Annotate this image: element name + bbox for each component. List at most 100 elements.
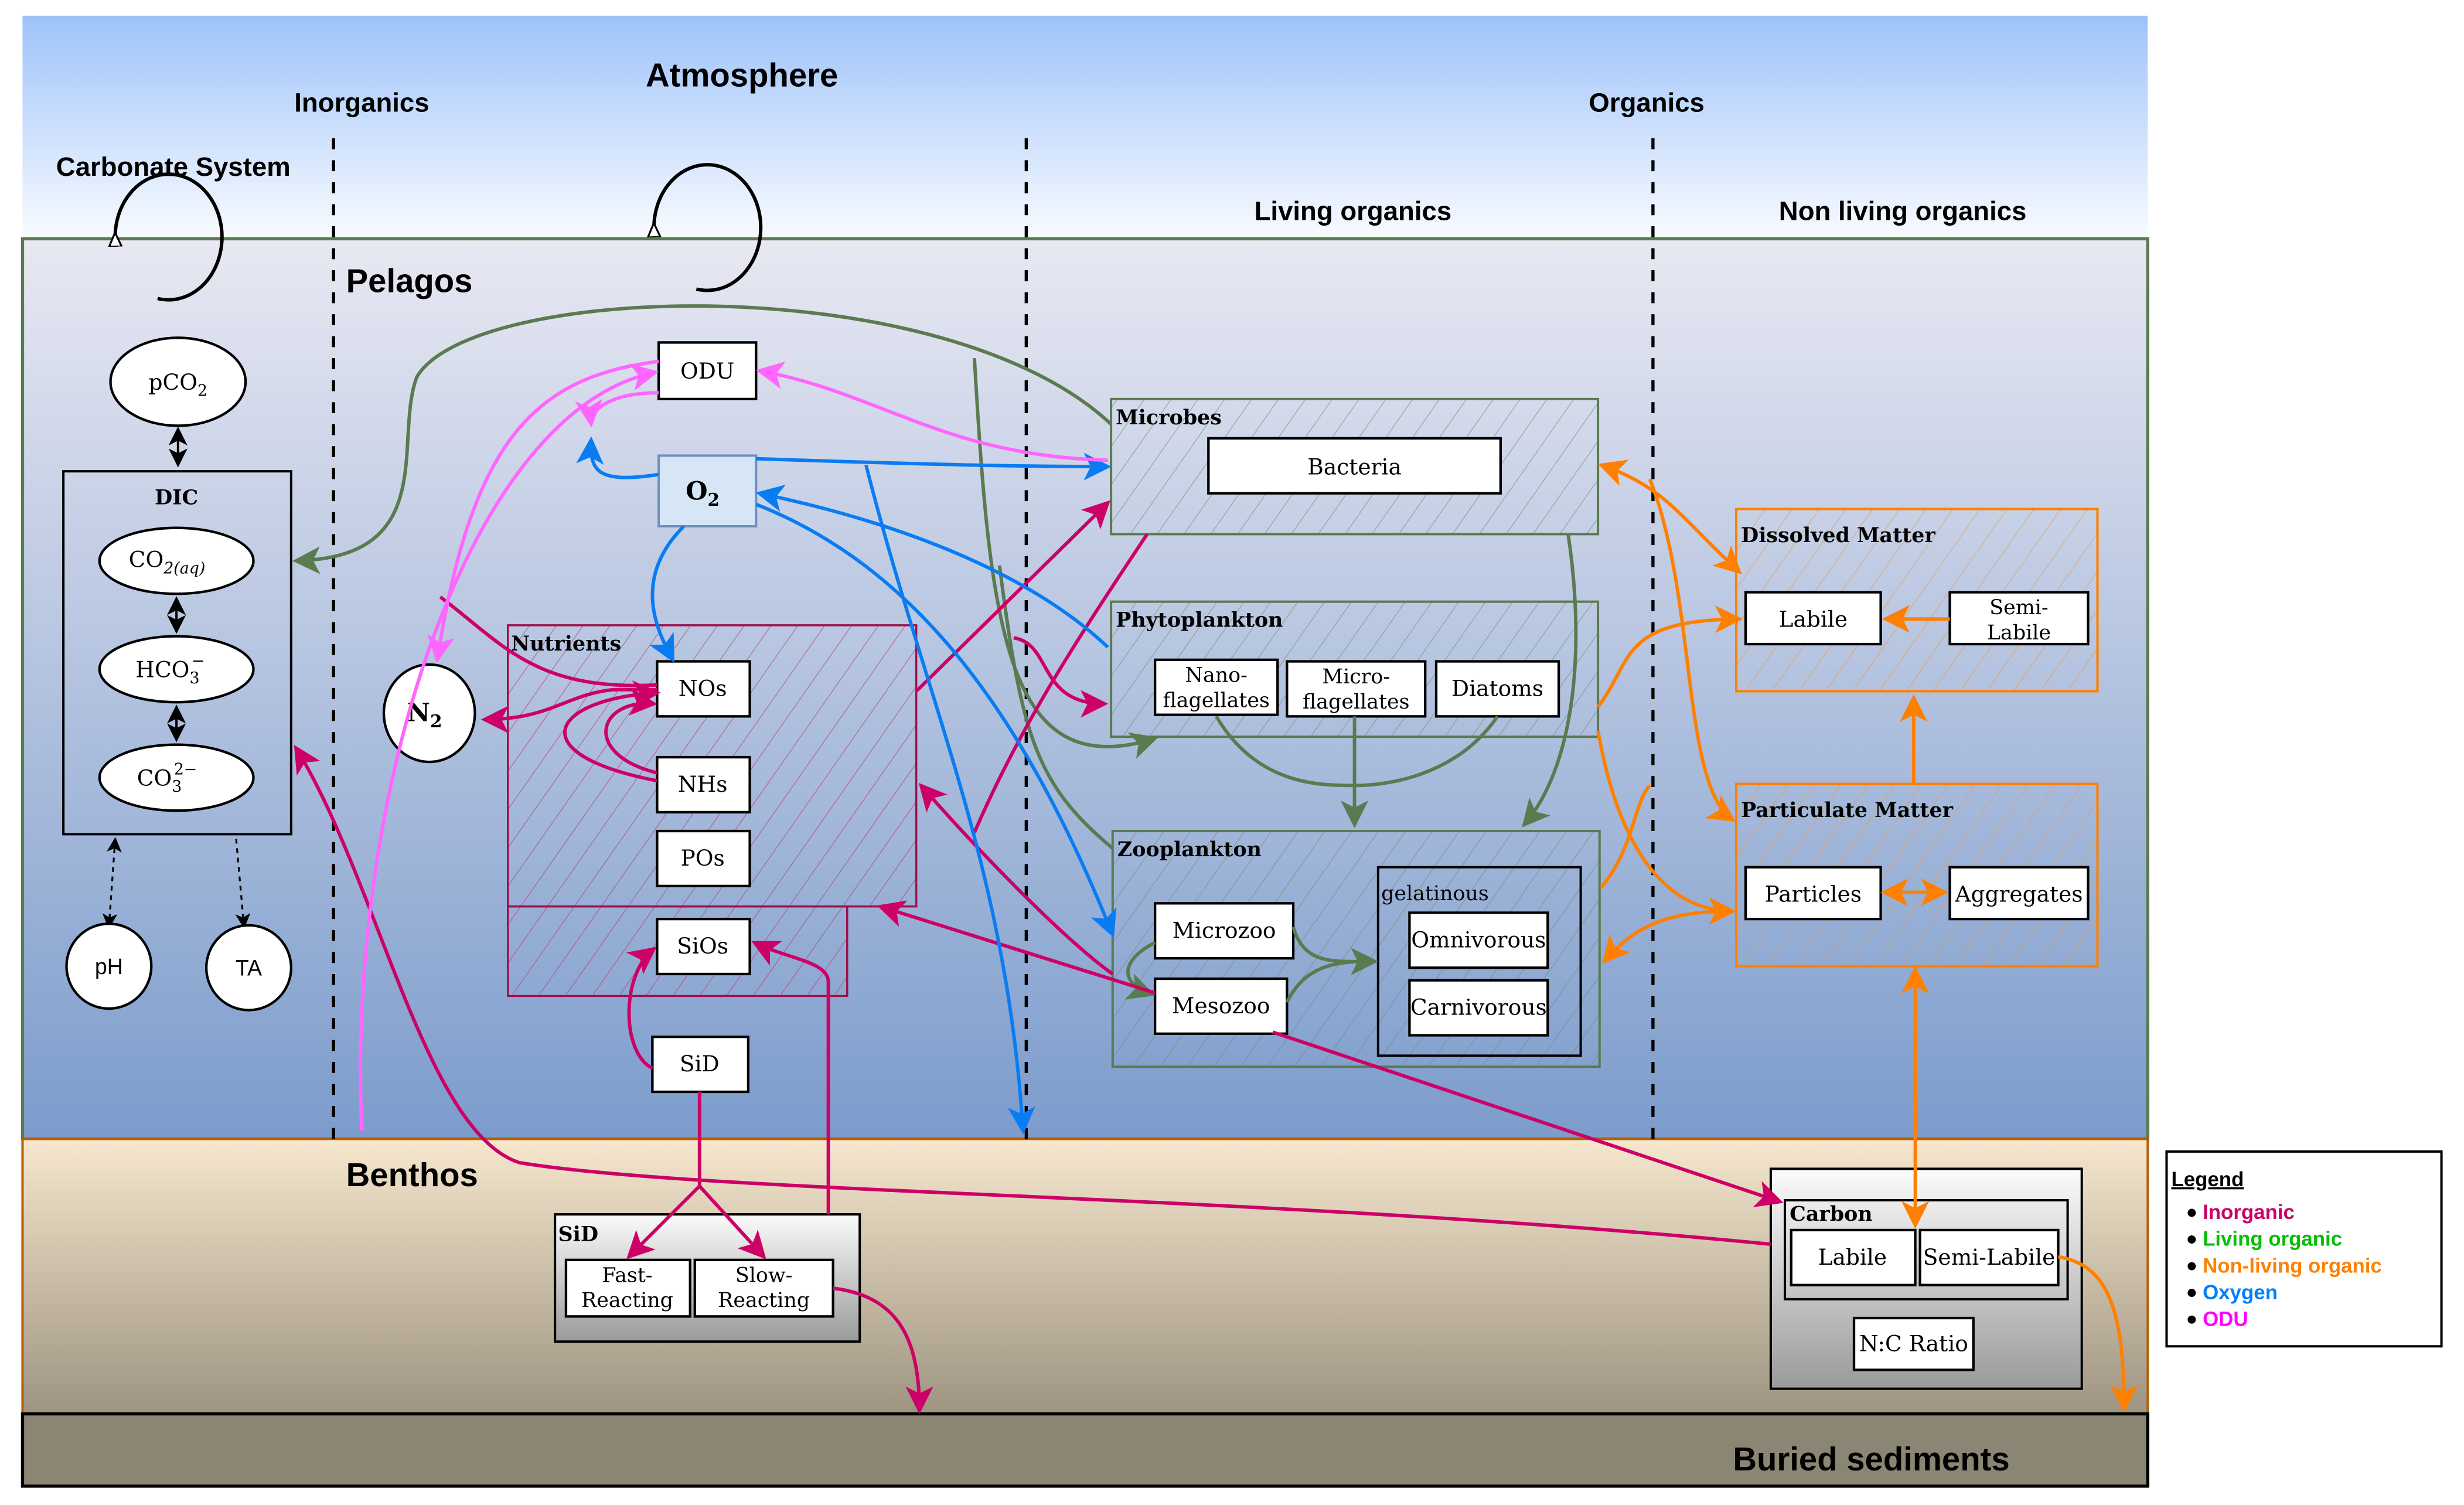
slow-to-sios-arrow (751, 941, 830, 1215)
nanoflagellates-node[interactable] (1154, 658, 1279, 716)
svg-text:N:C Ratio: N:C Ratio (1859, 1330, 1968, 1356)
svg-text:SiD: SiD (680, 1051, 720, 1077)
odu-to-n2-arrow (427, 359, 659, 663)
nutrients-to-microbes-arrow (915, 500, 1110, 693)
pos-node[interactable] (656, 829, 751, 887)
n2-node[interactable] (382, 663, 476, 764)
legend-bullet (2187, 1262, 2196, 1271)
microzoo-node[interactable] (1154, 902, 1295, 960)
nos-node[interactable] (656, 660, 751, 718)
living-organics-title: Living organics (1255, 196, 1452, 226)
omnivorous-node[interactable] (1408, 911, 1549, 969)
svg-text:Phytoplankton: Phytoplankton (1116, 608, 1283, 632)
hco3-node[interactable] (98, 635, 255, 704)
svg-text:Microbes: Microbes (1116, 406, 1222, 430)
svg-text:flagellates: flagellates (1163, 689, 1269, 712)
nutrients-title: Nutrients (511, 632, 621, 656)
dic-box[interactable] (62, 470, 292, 836)
svg-text:Fast-: Fast- (602, 1264, 652, 1287)
svg-text:NHs: NHs (678, 771, 728, 797)
svg-text:Labile: Labile (1987, 621, 2051, 645)
dic-title: DIC (155, 485, 198, 509)
dissolved-labile-node[interactable] (1744, 591, 1882, 646)
aggregates-node[interactable] (1948, 866, 2090, 921)
odu-to-o2-arrow (575, 391, 659, 428)
legend-item-odu: ODU (2203, 1307, 2248, 1330)
carbon-semilabile-node[interactable] (1918, 1228, 2060, 1286)
svg-text:N2: N2 (407, 698, 442, 731)
o2-to-microbes-arrow (756, 452, 1112, 481)
o2-to-nos-arrow (649, 525, 686, 663)
microbes-to-co2-arrow (292, 304, 1113, 574)
organics-title: Organics (1589, 87, 1704, 117)
legend-item-inorganic: Inorganic (2203, 1201, 2295, 1224)
o2-node[interactable] (657, 454, 758, 528)
zoo-to-nutrients-arrow (918, 782, 1114, 976)
sid-to-slow-arrow (698, 1184, 766, 1259)
atmosphere-title: Atmosphere (646, 56, 838, 93)
svg-text:ODU: ODU (680, 358, 734, 384)
slow-reacting-node[interactable] (693, 1258, 834, 1318)
nc-ratio-node[interactable] (1852, 1316, 1975, 1371)
svg-text:pH: pH (95, 954, 123, 979)
benthos-title: Benthos (346, 1156, 478, 1193)
microbes-to-odu-arrow (755, 361, 1108, 462)
svg-text:Micro-: Micro- (1322, 665, 1390, 689)
buried-sediments-title: Buried sediments (1733, 1441, 2009, 1477)
atmosphere-band (22, 15, 2148, 239)
svg-text:Aggregates: Aggregates (1954, 881, 2083, 907)
living-arrows (292, 304, 1578, 1003)
legend-bullet (2187, 1235, 2196, 1244)
legend-title: Legend (2171, 1168, 2244, 1191)
slow-to-burial-arrow (833, 1286, 933, 1415)
co3-node[interactable] (98, 743, 255, 812)
svg-text:Microzoo: Microzoo (1173, 917, 1276, 943)
svg-text:NOs: NOs (679, 675, 727, 701)
svg-text:Zooplankton: Zooplankton (1117, 837, 1262, 862)
n-input-line (439, 595, 657, 687)
pco2-node[interactable] (109, 336, 247, 427)
respiration-line (997, 565, 1114, 850)
nonliving-arrows (1596, 459, 2138, 1413)
phyto-to-dissolved-arrow (1596, 605, 1743, 709)
svg-text:Reacting: Reacting (581, 1289, 673, 1312)
ph-node[interactable] (65, 922, 153, 1010)
svg-text:Nano-: Nano- (1185, 663, 1247, 687)
legend-bullet (2187, 1315, 2196, 1324)
co2aq-node[interactable] (98, 526, 255, 595)
svg-text:Omnivorous: Omnivorous (1411, 927, 1546, 952)
non-living-organics-title: Non living organics (1779, 196, 2027, 226)
legend-bullet (2187, 1208, 2196, 1217)
svg-text:CO32−: CO32− (137, 761, 197, 796)
svg-text:Labile: Labile (1818, 1244, 1887, 1270)
particles-node[interactable] (1744, 866, 1882, 921)
svg-text:pCO2: pCO2 (149, 369, 208, 400)
phyto-to-particulate-arrow (1596, 730, 1737, 925)
legend-item-non-living-organic: Non-living organic (2203, 1254, 2382, 1277)
legend-bullet (2187, 1289, 2196, 1298)
svg-text:Carnivorous: Carnivorous (1410, 995, 1547, 1020)
o2-to-zoo-arrow (755, 502, 1117, 938)
nos-to-n2-arrow (480, 687, 657, 734)
svg-text:Semi-Labile: Semi-Labile (1923, 1244, 2056, 1270)
carbon-labile-node[interactable] (1790, 1228, 1917, 1286)
mesozoo-node[interactable] (1154, 977, 1289, 1035)
inorganics-title: Inorganics (294, 87, 429, 117)
carnivorous-node[interactable] (1408, 979, 1549, 1037)
svg-text:O2: O2 (686, 476, 720, 510)
fast-reacting-node[interactable] (564, 1258, 691, 1318)
svg-text:Semi-: Semi- (1989, 596, 2048, 619)
legend-item-oxygen: Oxygen (2203, 1281, 2278, 1304)
nhs-node[interactable] (656, 755, 751, 814)
bacteria-node[interactable] (1207, 437, 1502, 495)
sios-node[interactable] (656, 917, 751, 976)
microbes-dissolved-arrow (1597, 459, 1742, 574)
oxygen-arrows (576, 436, 1117, 1135)
svg-text:CO2(aq): CO2(aq) (129, 547, 206, 578)
diatoms-node[interactable] (1434, 660, 1560, 718)
o2-to-odu-arrow (576, 436, 659, 479)
microbes-to-particulate-arrow (1648, 478, 1736, 822)
ta-node[interactable] (205, 924, 292, 1012)
